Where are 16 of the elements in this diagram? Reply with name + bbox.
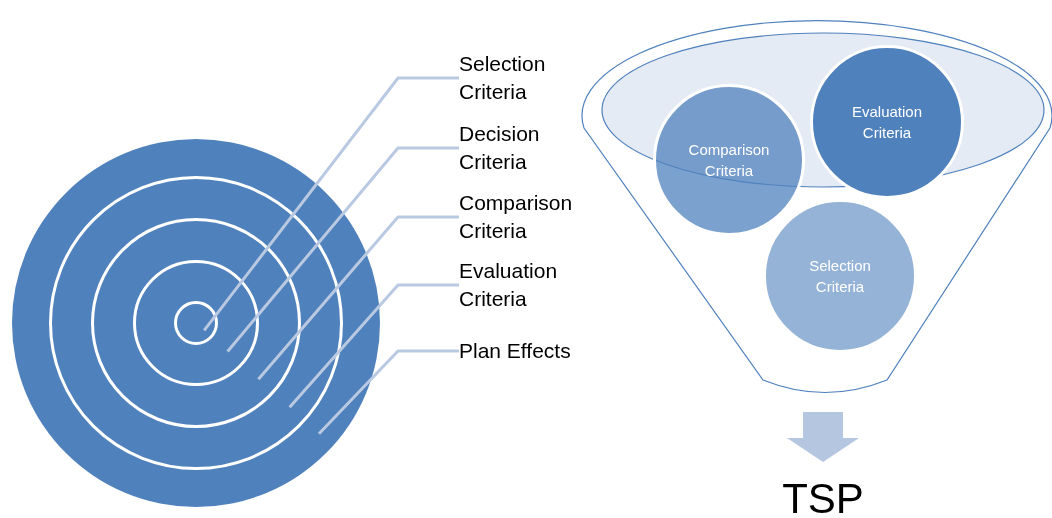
leader-line	[317, 349, 459, 435]
leader-line	[203, 76, 459, 332]
down-arrow	[787, 412, 859, 462]
ring-label: Selection Criteria	[459, 51, 547, 105]
ring-label: Comparison Criteria	[459, 190, 574, 244]
circle-label: Selection Criteria	[808, 256, 872, 297]
circle-label: Comparison Criteria	[687, 140, 771, 181]
leader-line	[257, 215, 459, 381]
leader-line	[226, 146, 459, 353]
leader-line	[288, 283, 459, 409]
ring-label: Evaluation Criteria	[459, 258, 559, 312]
result-label: TSP	[781, 474, 865, 518]
ring-label: Decision Criteria	[459, 121, 541, 175]
circle-label: Evaluation Criteria	[850, 102, 924, 143]
ring-label: Plan Effects	[459, 338, 572, 364]
target-ring	[174, 301, 218, 345]
